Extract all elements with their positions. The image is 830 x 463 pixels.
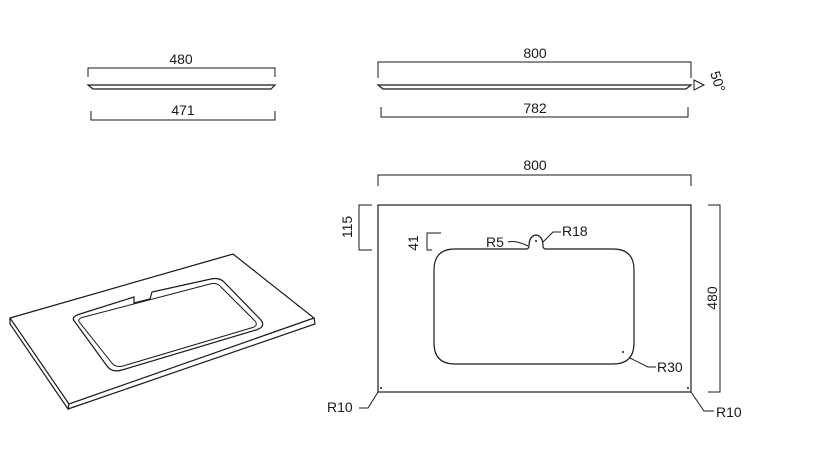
bowl-outline-inner (78, 282, 257, 367)
dim-782-label: 782 (523, 100, 547, 116)
slab-profile-short (86, 84, 277, 90)
leader-r10-left (359, 391, 379, 409)
dim-800-top-label: 800 (523, 45, 547, 61)
slab-profile-long (376, 84, 693, 90)
top-surface-outline (9, 253, 316, 405)
dim-line-480 (87, 67, 276, 77)
plan-view: 800 480 115 41 R5 R18 R30 R10 R10 (327, 157, 742, 420)
radius-r18-label: R18 (562, 223, 588, 239)
radius-r5-label: R5 (486, 234, 504, 250)
dim-480-plan-label: 480 (704, 286, 720, 310)
right-edge (67, 317, 316, 410)
perspective-view (9, 253, 316, 411)
notch-center-mark (535, 240, 537, 242)
radius-r10-left-label: R10 (327, 399, 353, 415)
dim-line-115 (358, 204, 372, 251)
bowl-outline-outer (72, 277, 264, 372)
leader-r18 (542, 231, 561, 243)
corner-mark-right (687, 387, 689, 389)
side-view-short: 480 471 (86, 51, 277, 121)
leader-r5 (507, 241, 529, 247)
angle-marker (693, 79, 706, 91)
leader-r10-right (690, 391, 714, 412)
dim-line-471 (90, 111, 276, 121)
dim-line-800-plan (377, 174, 692, 186)
corner-mark-left (380, 387, 382, 389)
radius-r30-label: R30 (657, 359, 683, 375)
dim-471-label: 471 (171, 102, 195, 118)
leader-r30 (629, 357, 656, 368)
dim-line-782 (380, 107, 689, 118)
slab-outline (377, 204, 692, 393)
bowl-outline (433, 234, 635, 365)
dim-line-800-top (377, 61, 692, 78)
side-view-long: 800 50° 782 (376, 45, 729, 118)
front-edge (9, 318, 70, 411)
dim-41-label: 41 (405, 235, 421, 251)
radius-r10-right-label: R10 (716, 404, 742, 420)
dim-115-label: 115 (339, 216, 355, 239)
dim-line-41 (426, 232, 441, 251)
angle-label: 50° (707, 69, 729, 94)
dim-480-label: 480 (169, 51, 193, 67)
bowl-corner-mark (622, 351, 624, 353)
dim-800-plan-label: 800 (523, 157, 547, 173)
dim-line-480-plan (708, 204, 721, 393)
